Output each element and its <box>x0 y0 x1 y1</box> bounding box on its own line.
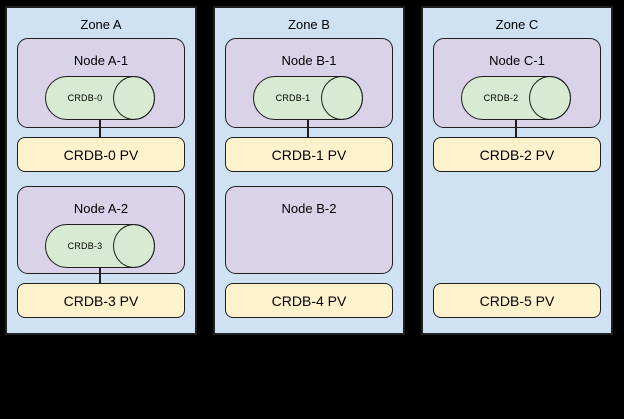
node-a1: Node A-1 CRDB-0 <box>17 38 185 128</box>
zone-a-title: Zone A <box>80 17 122 32</box>
cylinder-cap-icon <box>113 76 155 120</box>
node-a2: Node A-2 CRDB-3 <box>17 186 185 274</box>
node-b2: Node B-2 <box>225 186 393 274</box>
crdb-2-cylinder-label: CRDB-2 <box>483 93 519 103</box>
node-b1: Node B-1 CRDB-1 <box>225 38 393 128</box>
crdb-3-pv-label: CRDB-3 PV <box>63 292 139 309</box>
node-c1-title: Node C-1 <box>489 53 545 68</box>
node-b2-title: Node B-2 <box>281 201 337 216</box>
node-a2-title: Node A-2 <box>73 201 129 216</box>
crdb-0-pv-label: CRDB-0 PV <box>63 146 139 163</box>
crdb-2-cylinder: CRDB-2 <box>461 76 571 120</box>
crdb-5-pv-label: CRDB-5 PV <box>479 292 555 309</box>
connector-crdb2-to-pv <box>515 119 517 138</box>
crdb-0-pv-box: CRDB-0 PV <box>17 137 185 172</box>
crdb-4-pv-label: CRDB-4 PV <box>271 292 347 309</box>
node-a1-title: Node A-1 <box>73 53 129 68</box>
zone-a: Zone A Node A-1 CRDB-0 CRDB-0 PV Node A-… <box>5 6 197 335</box>
zone-b: Zone B Node B-1 CRDB-1 CRDB-1 PV Node B-… <box>213 6 405 335</box>
connector-crdb3-to-pv <box>99 267 101 284</box>
crdb-1-cylinder-label: CRDB-1 <box>275 93 311 103</box>
node-c1: Node C-1 CRDB-2 <box>433 38 601 128</box>
connector-crdb1-to-pv <box>307 119 309 138</box>
node-b1-title: Node B-1 <box>281 53 337 68</box>
crdb-3-pv-box: CRDB-3 PV <box>17 283 185 318</box>
cylinder-cap-icon <box>529 76 571 120</box>
cylinder-cap-icon <box>113 224 155 268</box>
crdb-3-cylinder: CRDB-3 <box>45 224 155 268</box>
crdb-3-cylinder-label: CRDB-3 <box>67 241 103 251</box>
connector-crdb0-to-pv <box>99 119 101 138</box>
cylinder-cap-icon <box>321 76 363 120</box>
crdb-1-pv-box: CRDB-1 PV <box>225 137 393 172</box>
crdb-1-cylinder: CRDB-1 <box>253 76 363 120</box>
crdb-4-pv-box: CRDB-4 PV <box>225 283 393 318</box>
crdb-1-pv-label: CRDB-1 PV <box>271 146 347 163</box>
crdb-5-pv-box: CRDB-5 PV <box>433 283 601 318</box>
crdb-2-pv-label: CRDB-2 PV <box>479 146 555 163</box>
zone-c-title: Zone C <box>495 17 539 32</box>
crdb-0-cylinder-label: CRDB-0 <box>67 93 103 103</box>
zone-c: Zone C Node C-1 CRDB-2 CRDB-2 PV CRDB-5 … <box>421 6 613 335</box>
crdb-0-cylinder: CRDB-0 <box>45 76 155 120</box>
zone-b-title: Zone B <box>288 17 330 32</box>
crdb-2-pv-box: CRDB-2 PV <box>433 137 601 172</box>
